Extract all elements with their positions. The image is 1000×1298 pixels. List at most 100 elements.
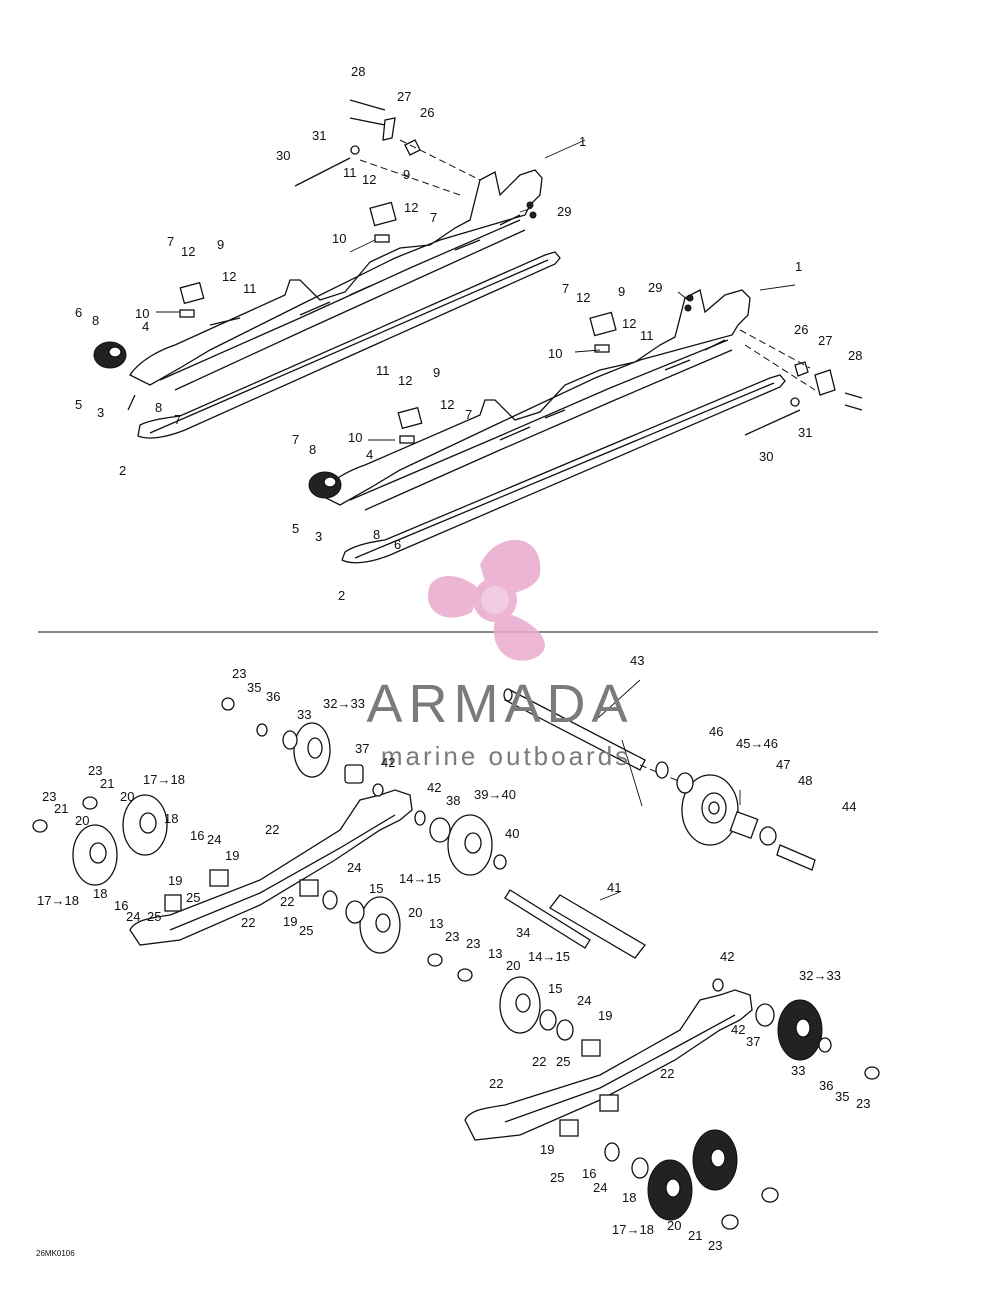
callout: 8 — [309, 442, 316, 457]
callout: 12 — [398, 373, 412, 388]
watermark-logo — [428, 539, 545, 661]
callout: 1 — [579, 134, 586, 149]
callout: 9 — [433, 365, 440, 380]
callout: 38 — [446, 793, 460, 808]
callout: 17→18 — [37, 893, 79, 908]
callout: 12 — [622, 316, 636, 331]
callout: 16 — [114, 898, 128, 913]
slide-rail-assembly-left — [93, 99, 561, 439]
callout: 23 — [708, 1238, 722, 1253]
callout: 7 — [465, 407, 472, 422]
callout: 7 — [430, 210, 437, 225]
callout: 22 — [280, 894, 294, 909]
callout: 23 — [856, 1096, 870, 1111]
callout: 22 — [241, 915, 255, 930]
callout: 10 — [348, 430, 362, 445]
callout: 35 — [835, 1089, 849, 1104]
callout: 18 — [93, 886, 107, 901]
callout: 23 — [88, 763, 102, 778]
callout: 33 — [297, 707, 311, 722]
callout: 12 — [362, 172, 376, 187]
callout: 42 — [720, 949, 734, 964]
callout: 19 — [598, 1008, 612, 1023]
callout: 27 — [397, 89, 411, 104]
callout: 12 — [404, 200, 418, 215]
callout: 39→40 — [474, 787, 516, 802]
callout: 26 — [420, 105, 434, 120]
callout: 30 — [276, 148, 290, 163]
callout: 8 — [155, 400, 162, 415]
callout: 26 — [794, 322, 808, 337]
callout: 11 — [640, 328, 654, 343]
callout: 37 — [355, 741, 369, 756]
callout: 14→15 — [399, 871, 441, 886]
callout: 23 — [466, 936, 480, 951]
callout: 27 — [818, 333, 832, 348]
callout: 12 — [222, 269, 236, 284]
callout: 12 — [576, 290, 590, 305]
callout: 7 — [167, 234, 174, 249]
diagram-code: 26MK0106 — [36, 1249, 75, 1258]
callout: 10 — [548, 346, 562, 361]
callout: 46 — [709, 724, 723, 739]
callout: 44 — [842, 799, 856, 814]
callout: 28 — [351, 64, 365, 79]
callout: 8 — [92, 313, 99, 328]
callout: 21 — [100, 776, 114, 791]
callout: 4 — [142, 319, 149, 334]
callout: 2 — [119, 463, 126, 478]
watermark-tagline: marine outboards — [381, 741, 631, 771]
watermark-brand: ARMADA — [366, 674, 633, 734]
callout: 23 — [445, 929, 459, 944]
callout: 15 — [369, 881, 383, 896]
callout: 31 — [312, 128, 326, 143]
callout: 11 — [243, 281, 257, 296]
callout: 6 — [394, 537, 401, 552]
callout: 7 — [562, 281, 569, 296]
callout: 42 — [731, 1022, 745, 1037]
slide-rail-assembly-right — [308, 289, 863, 564]
callout: 3 — [315, 529, 322, 544]
callout: 24 — [593, 1180, 607, 1195]
callout: 25 — [147, 909, 161, 924]
callout: 20 — [75, 813, 89, 828]
callout: 42 — [381, 755, 395, 770]
callout: 20 — [408, 905, 422, 920]
callout: 22 — [265, 822, 279, 837]
callout: 16 — [582, 1166, 596, 1181]
callout: 35 — [247, 680, 261, 695]
callout: 25 — [556, 1054, 570, 1069]
callout: 28 — [848, 348, 862, 363]
callout: 10 — [332, 231, 346, 246]
callout: 15 — [548, 981, 562, 996]
callout: 19 — [225, 848, 239, 863]
callout: 18 — [622, 1190, 636, 1205]
callout: 48 — [798, 773, 812, 788]
callout: 1 — [795, 259, 802, 274]
callout: 36 — [266, 689, 280, 704]
callout: 24 — [577, 993, 591, 1008]
leader-lines — [156, 139, 796, 901]
callout: 25 — [299, 923, 313, 938]
callout: 43 — [630, 653, 644, 668]
callout: 16 — [190, 828, 204, 843]
callout: 13 — [429, 916, 443, 931]
callout: 30 — [759, 449, 773, 464]
callout: 19 — [283, 914, 297, 929]
callout: 3 — [97, 405, 104, 420]
callout: 5 — [75, 397, 82, 412]
callout: 17→18 — [612, 1222, 654, 1237]
callout: 5 — [292, 521, 299, 536]
callout: 7 — [292, 432, 299, 447]
callout: 17→18 — [143, 772, 185, 787]
callout: 11 — [376, 363, 390, 378]
callout: 19 — [168, 873, 182, 888]
callout: 36 — [819, 1078, 833, 1093]
callout: 25 — [186, 890, 200, 905]
callout: 37 — [746, 1034, 760, 1049]
callout: 47 — [776, 757, 790, 772]
front-arm-assembly — [32, 783, 646, 967]
callout: 29 — [557, 204, 571, 219]
callout: 22 — [660, 1066, 674, 1081]
